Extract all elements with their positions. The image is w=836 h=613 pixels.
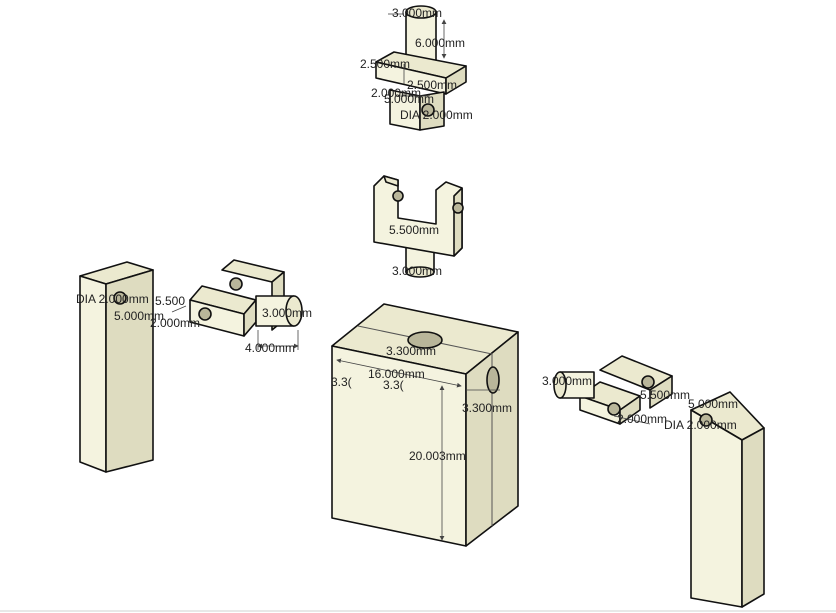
top-pin-part[interactable] xyxy=(375,5,467,131)
dim-top-flange-thickness: 2.000mm xyxy=(371,86,421,100)
left-yoke-dimensions: 5.500 5.000mm 2.000mm 3.000mm 4.000mm xyxy=(114,294,312,355)
left-yoke-part[interactable] xyxy=(189,259,303,337)
dim-left-yoke-thickness: 2.000mm xyxy=(150,316,200,330)
dim-top-flange-left: 2.500mm xyxy=(360,57,410,71)
dim-top-flange-right: 2.500mm xyxy=(407,78,457,92)
dim-left-yoke-height: 5.000mm xyxy=(114,309,164,323)
dim-top-pin-length: 6.000mm xyxy=(415,36,465,50)
dim-top-pin-dia: 3.000mm xyxy=(392,6,442,20)
right-post-dimensions: 5.000mm DIA 2.000mm xyxy=(664,397,738,432)
dim-mid-yoke-width: 5.500mm xyxy=(389,223,439,237)
dim-mid-pin-dia: 3.000mm xyxy=(392,264,442,278)
dim-right-yoke-width: 5.500mm xyxy=(640,388,690,402)
dim-block-left-3b: 3.3( xyxy=(383,378,404,392)
dim-left-pin-dia: 3.000mm xyxy=(262,306,312,320)
right-yoke-dimensions: 3.000mm 5.500mm 2.000mm xyxy=(542,374,690,426)
dim-right-post-width: 5.000mm xyxy=(688,397,738,411)
middle-yoke-part[interactable] xyxy=(373,175,464,278)
dim-left-hole-dia: DIA 2.000mm xyxy=(76,292,149,306)
center-block-part[interactable] xyxy=(331,303,519,547)
dim-block-hole-dia: 3.300mm xyxy=(386,344,436,358)
center-block-dimensions: 3.300mm 16.000mm 3.3( 3.3( 3.300mm 20.00… xyxy=(331,344,512,541)
dim-left-pin-length: 4.000mm xyxy=(245,341,295,355)
dim-block-height: 20.003mm xyxy=(409,449,466,463)
dim-right-pin-dia: 3.000mm xyxy=(542,374,592,388)
left-post-part[interactable] xyxy=(79,261,154,473)
dim-top-hole-dia: DIA 2.000mm xyxy=(400,108,473,122)
dim-left-yoke-width: 5.500 xyxy=(155,294,185,308)
dim-right-yoke-thickness: 2.000mm xyxy=(617,412,667,426)
top-dimensions: 3.000mm 6.000mm 2.500mm 2.500mm 2.000mm … xyxy=(360,6,473,122)
dim-block-width: 16.000mm xyxy=(368,367,425,381)
dim-block-left-3: 3.3( xyxy=(331,375,352,389)
dim-top-flange-width: 5.000mm xyxy=(384,92,434,106)
dim-right-hole-dia: DIA 2.000mm xyxy=(664,418,737,432)
right-post-part[interactable] xyxy=(690,391,765,608)
middle-dimensions: 5.500mm 3.000mm xyxy=(389,223,442,278)
dim-block-side-hole: 3.300mm xyxy=(462,401,512,415)
right-yoke-part[interactable] xyxy=(553,355,673,425)
